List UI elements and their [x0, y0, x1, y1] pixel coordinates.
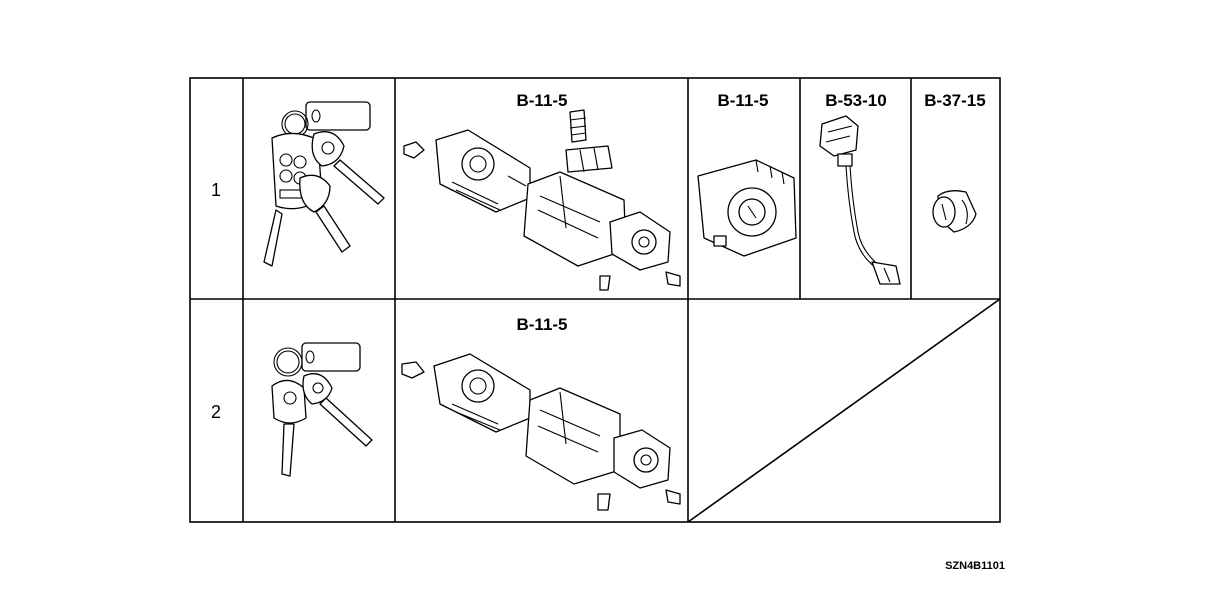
row-number-2: 2 [211, 402, 221, 422]
ref-label-row1-lock-set: B-11-5 [516, 91, 567, 110]
row-number-1: 1 [211, 180, 221, 200]
lock-cylinder-icon [932, 190, 977, 233]
key-set-icon [271, 342, 373, 477]
diagram-code: SZN4B1101 [945, 560, 1005, 572]
ref-label-row1-cylinder: B-37-15 [924, 91, 985, 110]
immobilizer-coil-icon [697, 159, 797, 257]
ref-label-row1-coil: B-11-5 [717, 91, 768, 110]
ignition-lock-assembly-icon [401, 353, 681, 511]
empty-cell-diagonal [687, 298, 1001, 523]
ref-label-row1-harness: B-53-10 [825, 91, 886, 110]
wire-harness-icon [819, 115, 901, 285]
key-set-icon [263, 101, 385, 267]
ref-label-row2-lock-set: B-11-5 [516, 315, 567, 334]
parts-table-grid [189, 77, 1001, 523]
ignition-lock-assembly-icon [403, 109, 681, 291]
